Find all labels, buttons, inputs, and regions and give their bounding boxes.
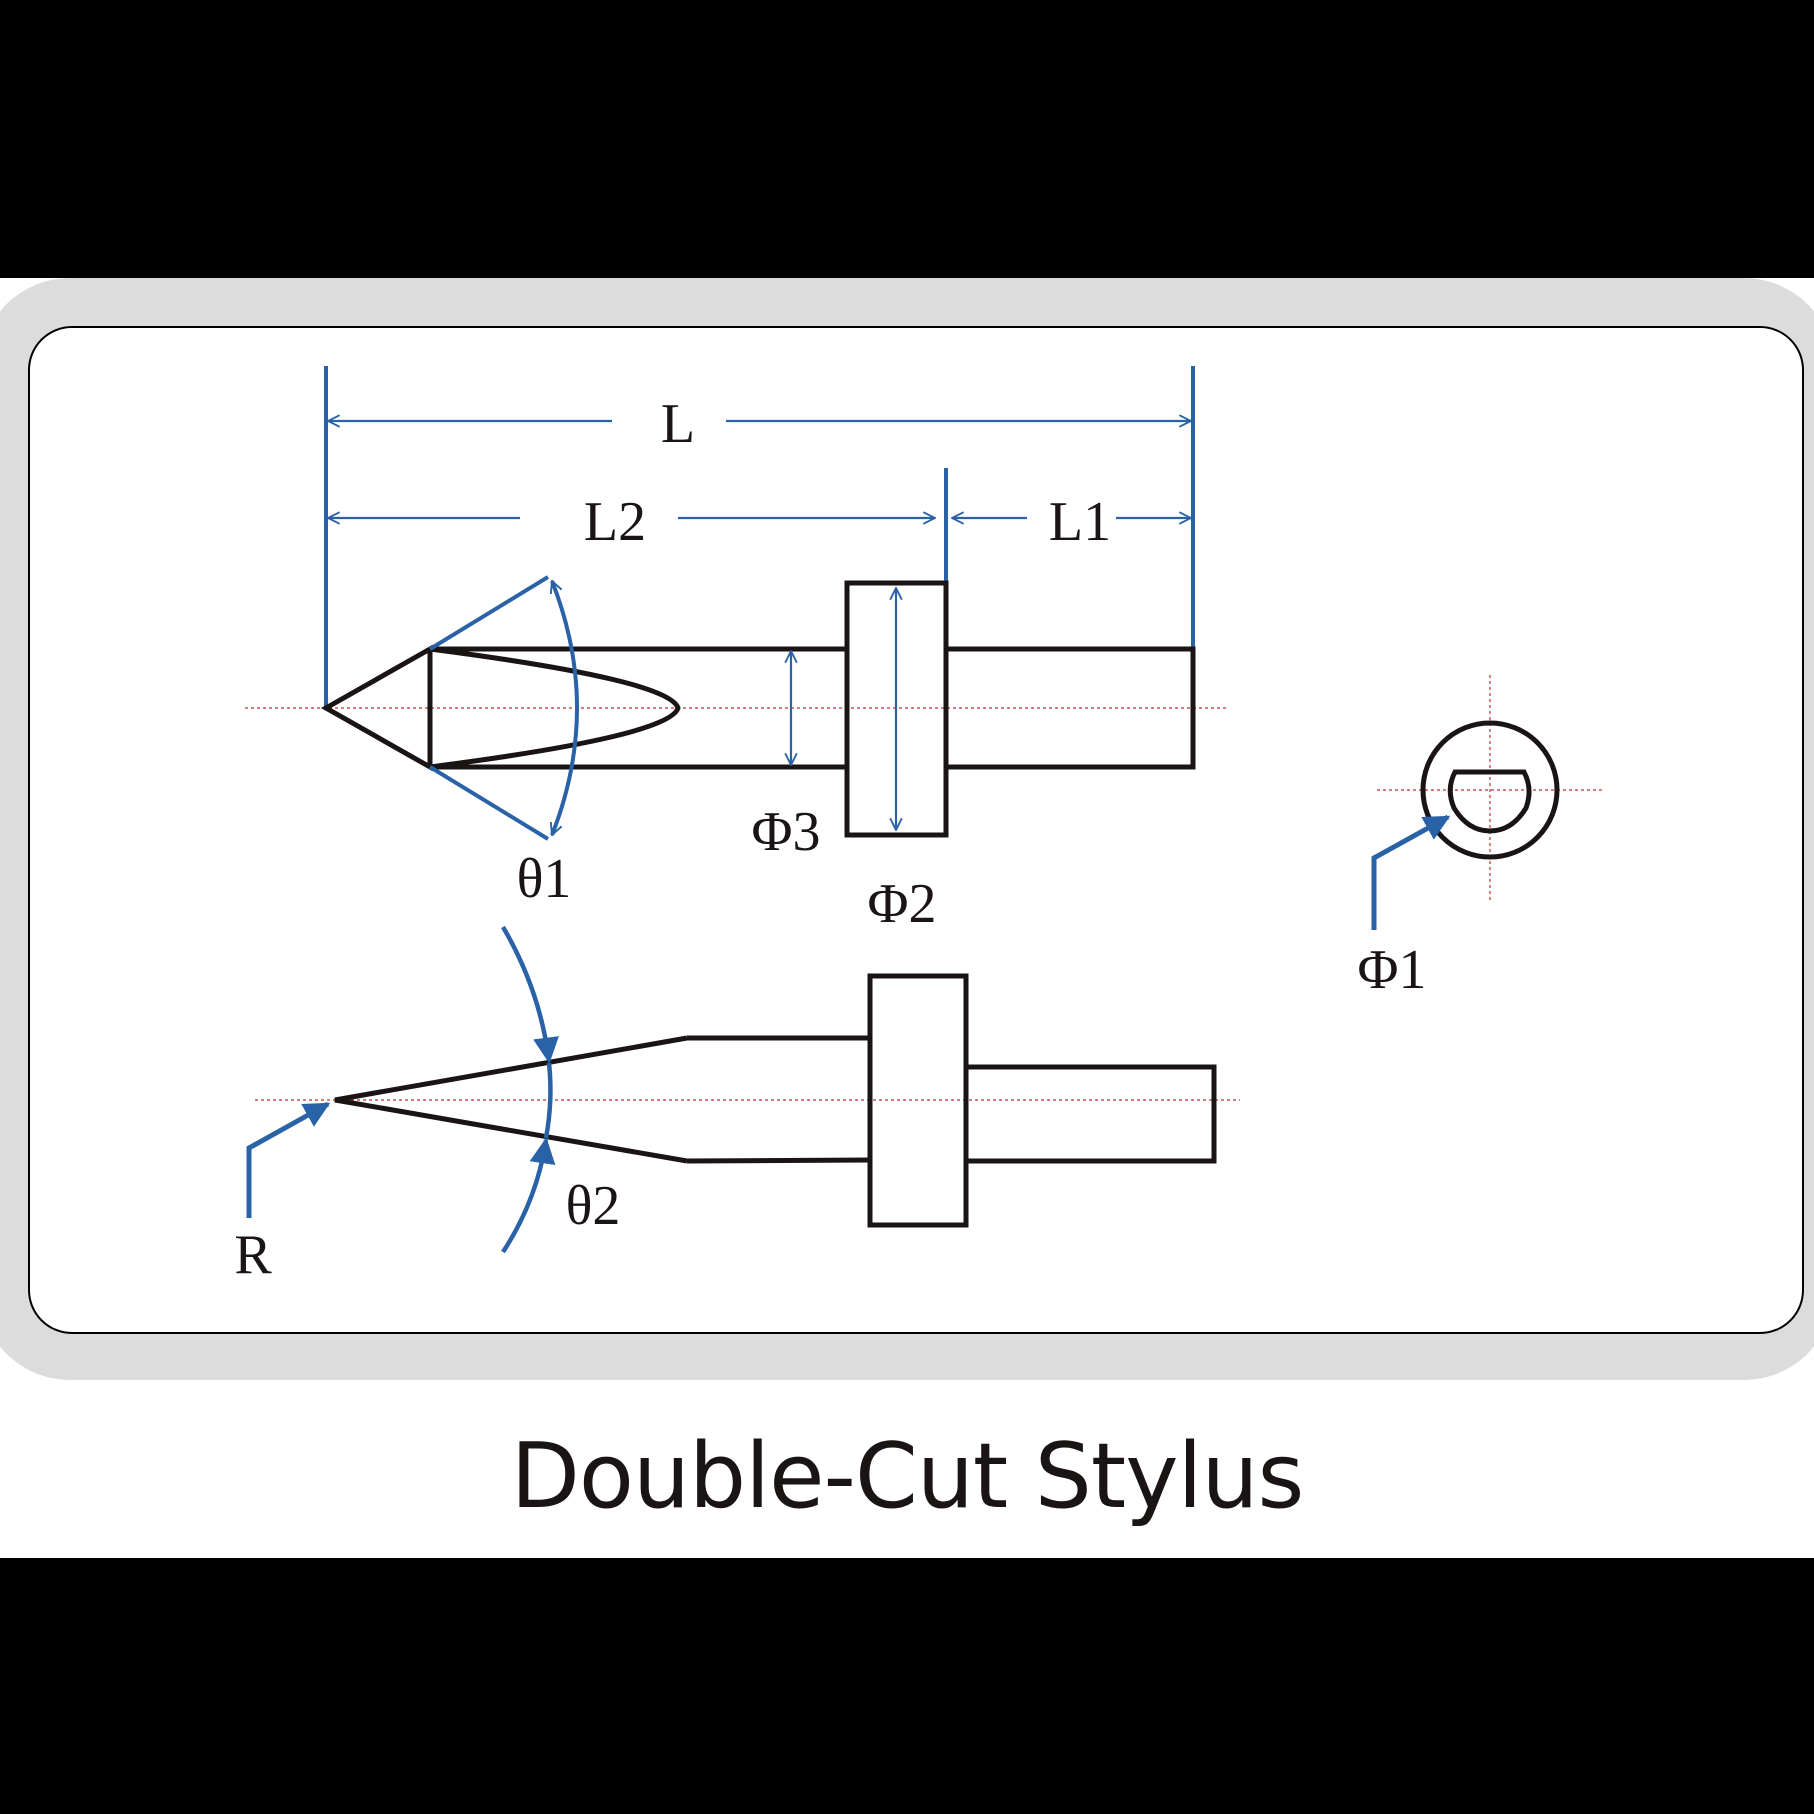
label-L: L [661, 393, 695, 455]
d-cut-profile [1447, 769, 1532, 834]
theta1-arc [552, 581, 579, 835]
leader-phi1 [1371, 814, 1451, 930]
label-theta2: θ2 [566, 1175, 621, 1237]
end-view: Φ1 [1358, 675, 1603, 1001]
letterbox-top [0, 0, 1814, 278]
leader-R [246, 1101, 331, 1218]
theta2-arc-lower [501, 1137, 556, 1254]
label-phi3: Φ3 [752, 801, 821, 863]
label-L1: L1 [1049, 491, 1111, 553]
theta2-arc-upper [501, 925, 559, 1064]
top-side-view: L L2 L1 θ1 Φ3 Φ2 [245, 366, 1228, 935]
label-phi1: Φ1 [1358, 939, 1427, 1001]
bottom-side-view: θ2 R [234, 925, 1240, 1286]
collar [867, 973, 969, 1228]
letterbox-bottom [0, 1558, 1814, 1814]
label-R: R [234, 1224, 272, 1286]
conical-tip [334, 1035, 688, 1164]
shank [946, 646, 1196, 770]
shank [966, 1064, 1217, 1164]
label-L2: L2 [584, 491, 646, 553]
shank-outline-circle [1420, 720, 1560, 860]
collar [844, 580, 949, 838]
label-theta1: θ1 [517, 848, 572, 910]
label-phi2: Φ2 [868, 873, 937, 935]
diagram-caption: Double-Cut Stylus [510, 1424, 1305, 1529]
cone-tip [320, 644, 433, 772]
